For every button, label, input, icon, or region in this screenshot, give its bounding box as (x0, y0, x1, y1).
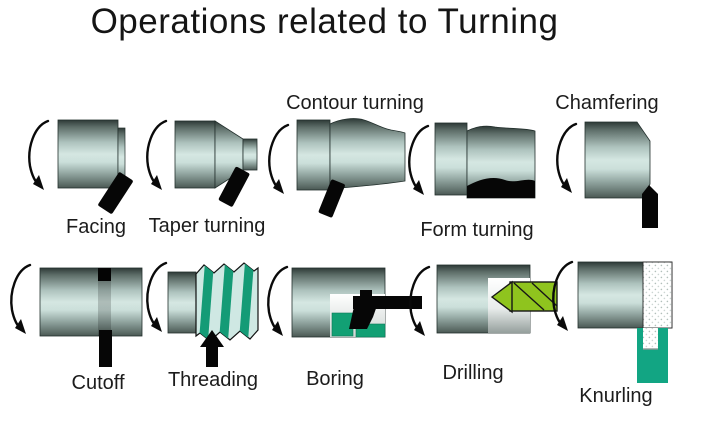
chamfer-workpiece (584, 121, 651, 199)
contour-workpiece-profile (329, 118, 406, 190)
taper-tool-icon (218, 166, 250, 207)
boring-illustration (267, 265, 422, 338)
label-knurling: Knurling (579, 385, 653, 407)
label-facing: Facing (65, 216, 127, 238)
label-form-turning: Form turning (420, 219, 534, 241)
form-tool-icon (467, 177, 535, 198)
cutoff-workpiece (39, 267, 143, 337)
form-workpiece-cylinder (434, 122, 468, 196)
taper-workpiece-cylinder (174, 120, 216, 189)
cutoff-groove (98, 268, 111, 281)
rotation-arrow-icon (268, 123, 290, 196)
form-turning-illustration (408, 122, 536, 199)
rotation-arrow-icon (556, 122, 578, 195)
label-cutoff: Cutoff (71, 372, 125, 394)
rotation-arrow-icon (10, 263, 32, 336)
chamfer-tool-icon (642, 185, 658, 228)
threading-threads (195, 262, 259, 342)
facing-tool-icon (98, 172, 133, 214)
facing-workpiece (57, 119, 119, 189)
feed-arrow-icon (200, 330, 224, 367)
label-contour-turning: Contour turning (286, 92, 424, 114)
rotation-arrow-icon (408, 124, 430, 197)
rotation-arrow-icon (146, 119, 168, 192)
knurled-surface (642, 261, 673, 329)
rotation-arrow-icon (28, 119, 50, 192)
rotation-arrow-icon (267, 265, 289, 338)
threading-illustration (146, 261, 259, 367)
label-boring: Boring (306, 368, 364, 390)
label-chamfering: Chamfering (555, 92, 659, 114)
rotation-arrow-icon (146, 261, 168, 334)
label-taper-turning: Taper turning (148, 215, 266, 237)
contour-turning-illustration (268, 118, 406, 218)
taper-workpiece-tip (242, 138, 258, 171)
facing-illustration (28, 119, 133, 214)
cutoff-illustration (10, 263, 143, 367)
contour-tool-icon (318, 179, 345, 218)
label-drilling: Drilling (442, 362, 504, 384)
boring-cut-surface-left (331, 312, 354, 337)
label-threading: Threading (167, 369, 259, 391)
cutoff-groove-shadow (98, 268, 111, 336)
boring-tool-icon (349, 290, 422, 329)
knurling-illustration (552, 260, 673, 383)
cutoff-tool-icon (99, 330, 112, 367)
contour-workpiece-cylinder (296, 119, 331, 191)
knurling-tool-icon (637, 328, 668, 383)
drill-bit-icon (490, 280, 558, 314)
figure-title: Operations related to Turning (90, 2, 559, 41)
chamfering-illustration (556, 121, 658, 228)
taper-turning-illustration (146, 119, 258, 207)
drilling-illustration (409, 264, 558, 338)
threading-workpiece-cylinder (167, 271, 197, 334)
